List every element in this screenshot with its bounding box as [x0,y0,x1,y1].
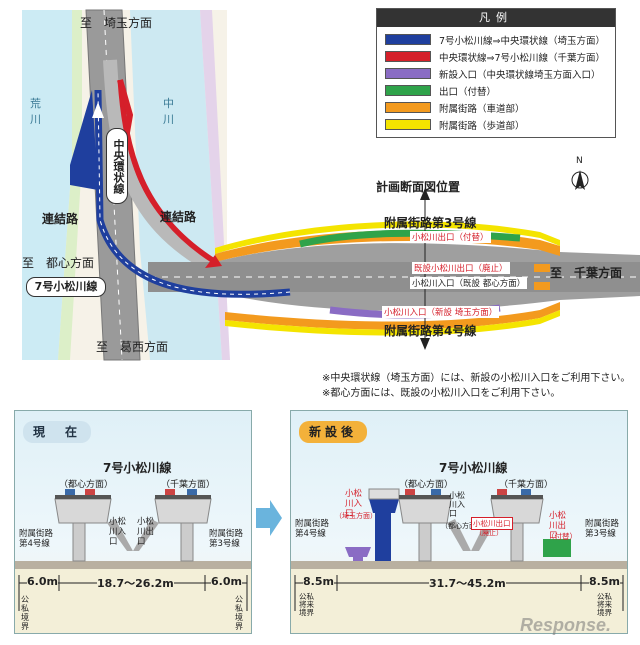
new-exit-old-label: 小松川出口 [471,517,513,530]
new-entrance-old-sub: （都心方面） [441,522,483,530]
legend-row: 附属街路（歩道部） [385,116,615,133]
current-dim-mid: 18.7〜26.2m [97,575,174,591]
nakagawa-label: 中川 [163,97,174,126]
side-road-3-label: 附属街路第3号線 [384,216,477,230]
legend-title: 凡例 [377,9,615,27]
new-side3-label: 附属街路第3号線 [585,519,620,539]
legend-swatch [385,34,431,45]
new-exit-new-sub: （付替） [547,532,577,541]
legend-swatch [385,51,431,62]
current-tag: 現 在 [23,421,92,443]
current-entrance-label: 小松川入口 [109,517,127,547]
new-route-label: 7号小松川線 [439,461,508,475]
note-2: ※都心方面には、既設の小松川入口をご利用下さい。 [322,388,561,399]
legend-row: 中央環状線⇒7号小松川線（千葉方面） [385,48,615,65]
legend-label: 7号小松川線⇒中央環状線（埼玉方面） [439,35,606,47]
current-boundary-right: 公私境界 [235,595,243,631]
note-1: ※中央環状線（埼玉方面）には、新設の小松川入口をご利用下さい。 [322,373,631,384]
current-chiba-label: （千葉方面） [161,480,216,490]
new-chiba-label: （千葉方面） [499,480,554,490]
watermark: Response. [520,615,612,635]
legend: 凡例 7号小松川線⇒中央環状線（埼玉方面） 中央環状線⇒7号小松川線（千葉方面） 新… [376,8,616,138]
arakawa-river [22,10,72,360]
legend-swatch [385,85,431,96]
legend-swatch [385,119,431,130]
dir-chiba-label: 至 千葉方面 [550,266,623,280]
existing-entrance-label: 小松川入口（既設 都心方面） [410,277,528,289]
side-road-4-label: 附属街路第4号線 [384,324,477,338]
current-exit-label: 小松川出口 [137,517,155,547]
legend-row: 新設入口（中央環状線埼玉方面入口） [385,65,615,82]
new-section-panel: 新設後 7号小松川線 （都心方面） （千葉方面） 小松川入口 （埼玉方面） [290,410,628,634]
new-dim-right: 8.5m [589,575,620,588]
legend-row: 7号小松川線⇒中央環状線（埼玉方面） [385,31,615,48]
current-side4-label: 附属街路第4号線 [19,529,54,549]
current-route-label: 7号小松川線 [103,461,172,475]
exit-relocated-label: 小松川出口（付替） [410,231,491,243]
new-dim-mid: 31.7〜45.2m [429,575,506,591]
legend-label: 出口（付替） [439,86,497,98]
legend-label: 附属街路（車道部） [439,103,525,115]
north-arrow-icon [571,170,589,190]
dir-toshin-label: 至 都心方面 [22,256,95,270]
side-road-3-sidewalk [215,221,560,254]
new-entrance-new-label: 小松川入口 [345,489,363,519]
current-dim-left: 6.0m [27,575,58,588]
new-section-drawing [291,488,627,633]
existing-exit-label: 既設小松川出口（廃止） [412,262,510,274]
new-exit-new-label: 小松川出口 [549,511,567,541]
side-road-4-road [225,302,560,330]
new-boundary-right: 公私将来境界 [597,592,612,617]
central-loop-label: 中央環状線 [106,128,128,204]
new-dim-left: 8.5m [303,575,334,588]
north-label: N [576,156,583,166]
new-tag: 新設後 [299,421,368,443]
transition-arrow-icon [256,500,282,536]
link-left-label: 連結路 [42,212,79,226]
route7-label: 7号小松川線 [26,277,106,297]
legend-label: 中央環状線⇒7号小松川線（千葉方面） [439,52,606,64]
link-right-label: 連結路 [160,210,197,224]
current-boundary-left: 公私境界 [21,595,29,631]
dir-kasai-label: 至 葛西方面 [96,340,169,354]
arakawa-label: 荒川 [30,97,41,126]
legend-label: 附属街路（歩道部） [439,120,525,132]
section-pos-label: 計画断面図位置 [376,180,461,194]
new-boundary-left: 公私将来境界 [299,592,314,617]
legend-row: 附属街路（車道部） [385,99,615,116]
legend-swatch [385,68,431,79]
side-road-4-sidewalk [225,310,560,336]
current-side3-label: 附属街路第3号線 [209,529,244,549]
new-exit-old-sub: （廃止） [475,529,503,537]
new-entrance-label: 小松川入口（新設 埼玉方面） [382,306,500,318]
legend-row: 出口（付替） [385,82,615,99]
new-entrance-old-label: 小松川入口 [449,491,465,518]
new-entrance-new-sub: （埼玉方面） [335,512,377,520]
current-dim-right: 6.0m [211,575,242,588]
legend-swatch [385,102,431,113]
new-side4-label: 附属街路第4号線 [295,519,330,539]
new-toshin-label: （都心方面） [399,480,454,490]
legend-label: 新設入口（中央環状線埼玉方面入口） [439,69,601,81]
current-toshin-label: （都心方面） [59,480,114,490]
dir-saitama-label: 至 埼玉方面 [80,16,153,30]
current-section-drawing [15,489,251,633]
current-section-panel: 現 在 7号小松川線 （都心方面） （千葉方面） 小松川入口 小松川出口 附属街… [14,410,252,634]
